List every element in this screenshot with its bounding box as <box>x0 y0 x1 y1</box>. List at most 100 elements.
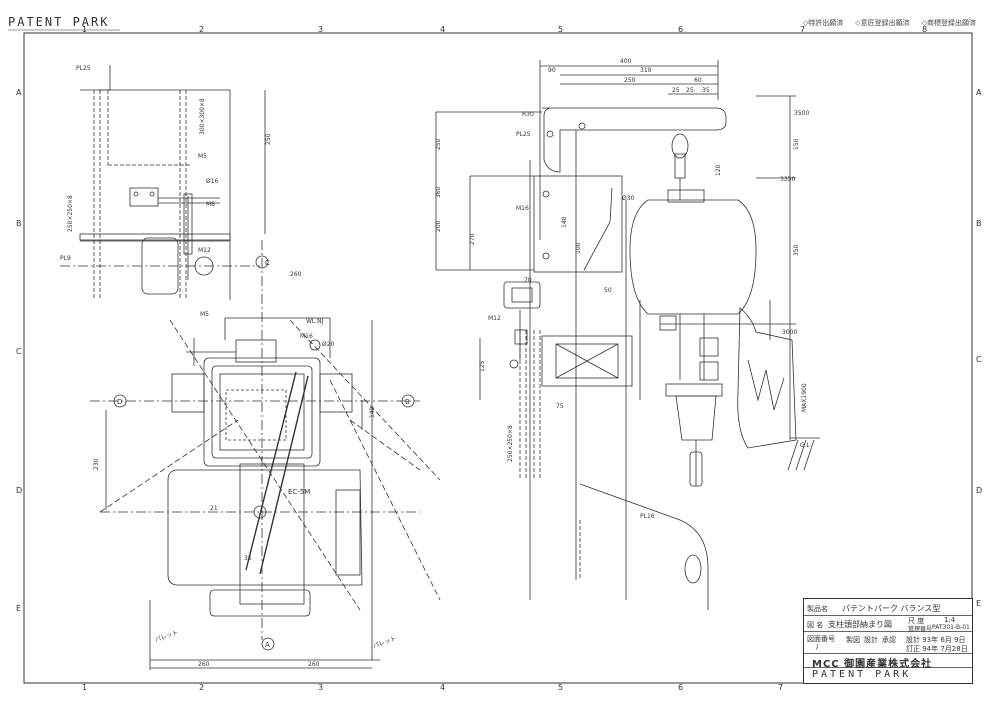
dim-270: 270 <box>469 233 476 245</box>
plan-view <box>90 240 441 670</box>
dim-400: 400 <box>620 58 632 65</box>
label-m5-mid: M5 <box>200 311 209 318</box>
drawing-label: 図 名 <box>807 621 824 629</box>
check-trademark: ◇商標登録出願済 <box>921 19 976 27</box>
label-m5-top: M5 <box>198 153 207 160</box>
dim-1900: MAX1900 <box>801 383 808 412</box>
marker-a: A <box>265 641 270 649</box>
product-name: パテントパーク バランス型 <box>842 604 941 613</box>
label-m12-left: M12 <box>198 247 211 254</box>
brand-header: PATENT PARK <box>8 15 110 29</box>
dim-140r: 140 <box>561 216 568 228</box>
role-design: 設計 <box>864 636 878 644</box>
scale-label: 尺 度 <box>908 617 925 625</box>
spec-250-right: 250×250×8 <box>507 425 514 462</box>
dim-90: 90 <box>548 67 556 74</box>
dim-3500: 3500 <box>794 110 809 117</box>
dim-150: 150 <box>793 138 800 150</box>
label-pallet-left: パレット <box>154 629 179 644</box>
check-patent: ◇特許出願済 <box>802 19 844 27</box>
label-m16-right: M16 <box>516 205 529 212</box>
company-name: MCC 御園産業株式会社 <box>812 659 933 670</box>
dim-250r: 250 <box>435 138 442 150</box>
label-r30: R30 <box>522 111 534 118</box>
dim-260-br: 260 <box>308 661 320 668</box>
marker-d-circle <box>113 394 127 408</box>
label-m12-right: M12 <box>488 315 501 322</box>
grid-labels: 1 2 3 4 5 6 7 8 1 2 3 4 5 6 7 A B C D E … <box>16 25 982 692</box>
dim-230: 230 <box>93 458 100 470</box>
dim-70: 70 <box>524 277 532 284</box>
label-pl25-top: PL25 <box>76 65 91 72</box>
row-label-e-r: E <box>976 599 981 608</box>
col-label-4b: 4 <box>440 683 445 692</box>
col-label-1: 1 <box>82 25 87 34</box>
dim-3000: 3000 <box>782 329 797 336</box>
col-label-7: 7 <box>800 25 805 34</box>
label-phi20: Ø20 <box>322 341 335 348</box>
spec-250: 250×250×8 <box>67 195 74 232</box>
role-approve: 承認 <box>882 636 896 644</box>
col-label-1b: 1 <box>82 683 87 692</box>
dim-35: 35 <box>702 87 710 94</box>
date-design: 設計 93年 6月 9日 <box>906 636 966 644</box>
label-ec: EC-5M <box>288 488 310 496</box>
col-label-8: 8 <box>922 25 927 34</box>
marker-b-circle <box>401 394 415 408</box>
dim-260-top: 260 <box>290 271 302 278</box>
col-label-5b: 5 <box>558 683 563 692</box>
patent-checks: ◇特許出願済 ◇意匠登録出願済 ◇商標登録出願済 <box>803 18 976 28</box>
col-label-4: 4 <box>440 25 445 34</box>
drawing-no-label: 図面番号 <box>807 635 835 643</box>
number-label: 管理番号 <box>908 626 933 633</box>
side-detail-view <box>60 65 266 300</box>
col-label-6b: 6 <box>678 683 683 692</box>
label-phi30: Ø30 <box>622 195 635 202</box>
label-m6: M6 <box>206 201 215 208</box>
label-pl16: PL16 <box>640 513 655 520</box>
title-brand: PATENT PARK <box>812 669 912 680</box>
dim-310: 310 <box>640 67 652 74</box>
dim-350: 350 <box>793 244 800 256</box>
marker-c: C <box>265 259 270 267</box>
dim-250: 250 <box>624 77 636 84</box>
dim-25a: 25 <box>672 87 680 94</box>
dim-360: 360 <box>435 186 442 198</box>
dim-75: 75 <box>556 403 564 410</box>
title-block: 製品名 パテントパーク バランス型 図 名 支柱頭部納まり図 尺 度 1:4 管… <box>803 598 973 684</box>
marker-b: B <box>405 398 410 406</box>
dim-250-left: 250 <box>265 133 272 145</box>
dim-21: 21 <box>210 505 218 512</box>
col-label-2b: 2 <box>199 683 204 692</box>
col-label-3: 3 <box>318 25 323 34</box>
outer-frame <box>23 32 973 684</box>
dim-100: 100 <box>575 242 582 254</box>
row-label-e: E <box>16 604 21 613</box>
row-label-c: C <box>16 347 22 356</box>
label-pallet-right: パレット <box>372 635 397 650</box>
label-pl25-right: PL25 <box>516 131 531 138</box>
row-label-c-r: C <box>976 355 982 364</box>
date-revise: 訂正 94年 7月28日 <box>906 645 968 653</box>
row-label-b: B <box>16 219 22 228</box>
col-label-7b: 7 <box>778 683 783 692</box>
dim-120: 120 <box>715 164 722 176</box>
row-label-a-r: A <box>976 88 982 97</box>
front-labels: 400 90 310 250 60 25 25 35 R30 PL25 M16 … <box>435 58 811 520</box>
drawing-name: 支柱頭部納まり図 <box>828 620 892 629</box>
marker-c-circle <box>255 255 269 269</box>
dim-35b: 35 <box>244 555 252 562</box>
dim-140: 140 <box>369 406 376 418</box>
label-pl9: PL9 <box>60 255 71 262</box>
number-value: PAT301-B-01 <box>932 624 970 631</box>
row-label-d: D <box>16 486 22 495</box>
col-label-6: 6 <box>678 25 683 34</box>
scale-value: 1:4 <box>944 616 956 624</box>
row-label-d-r: D <box>976 486 982 495</box>
label-phi16: Ø16 <box>206 178 219 185</box>
marker-d: D <box>117 398 122 406</box>
check-design: ◇意匠登録出願済 <box>855 19 910 27</box>
dim-260-bl: 260 <box>198 661 210 668</box>
